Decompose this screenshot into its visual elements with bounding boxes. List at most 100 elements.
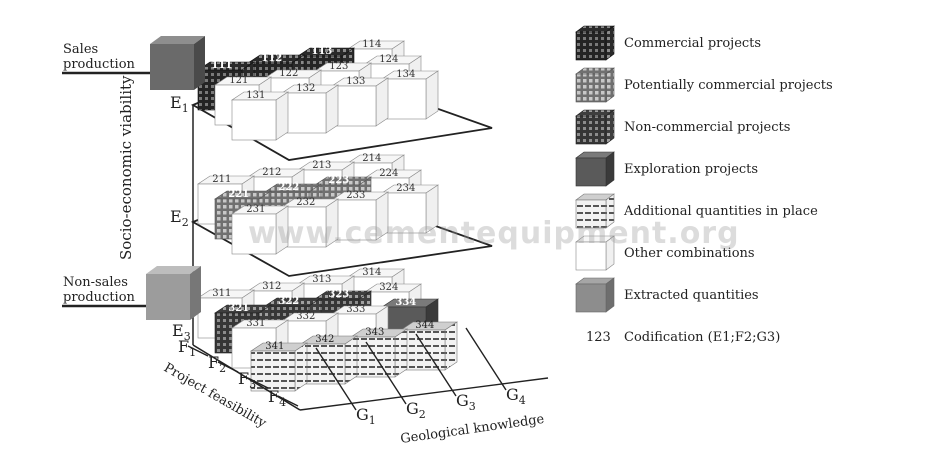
- g-axis-line-4: [465, 327, 507, 391]
- cube-code-label: 131: [246, 90, 265, 101]
- cube-232-front: [281, 206, 327, 248]
- cube-code-label: 344: [415, 320, 434, 331]
- cube-code-label: 321: [228, 303, 249, 314]
- legend-label-3: Non-commercial projects: [624, 120, 790, 135]
- cube-342-front: [300, 343, 346, 385]
- cube-code-label: 124: [379, 54, 398, 65]
- cube-132: 132: [281, 83, 339, 134]
- g-axis-line-3: [415, 333, 457, 397]
- watermark-text: www.cementequipment.org: [248, 216, 740, 251]
- legend-swatch-commercial-shade: [576, 32, 606, 60]
- cube-code-label: 211: [212, 174, 231, 185]
- cube-code-label: 234: [396, 183, 415, 194]
- cube-132-side: [325, 84, 339, 134]
- legend-label-4: Exploration projects: [624, 162, 758, 177]
- legend-swatch-noncommercial-front: [575, 115, 607, 145]
- cube-code-label: 343: [365, 327, 384, 338]
- legend-swatch-additional-front: [575, 199, 607, 229]
- cube-342: 342: [300, 334, 358, 385]
- g-axis-line-2: [365, 341, 407, 405]
- cube-code-label: 323: [328, 289, 349, 300]
- legend-swatch-additional: [575, 193, 615, 229]
- legend-item-6: Other combinations: [575, 235, 755, 271]
- g-level-label-4: G4: [506, 385, 526, 407]
- legend-label-8: Codification (E1;F2;G3): [624, 330, 780, 345]
- legend-swatch-noncommercial-side: [605, 109, 615, 145]
- legend-swatch-potential-shade: [576, 74, 606, 102]
- cube-131: 131: [231, 90, 289, 141]
- e2-label: E2: [170, 207, 189, 229]
- sales-label-line2: production: [63, 57, 136, 72]
- cube-344-side: [444, 321, 458, 371]
- cube-232: 232: [281, 197, 339, 248]
- cube-code-label: 223: [328, 175, 349, 186]
- cube-code-label: 332: [296, 311, 315, 322]
- legend-swatch-commercial-front: [575, 31, 607, 61]
- cube-343-side: [394, 328, 408, 378]
- cube-131-side: [275, 91, 289, 141]
- cube-code-label: 112: [261, 53, 282, 64]
- cube-code-label: 121: [229, 75, 248, 86]
- legend-swatch-other-front: [575, 241, 607, 271]
- cube-code-label: 113: [311, 46, 332, 57]
- cube-code-label: 342: [315, 334, 334, 345]
- cube-341: 341: [250, 341, 308, 392]
- cube-341-side: [294, 342, 308, 392]
- legend-item-8: 123 Codification (E1;F2;G3): [586, 330, 780, 345]
- g-level-label-3: G3: [456, 391, 476, 413]
- legend-swatch-extracted-side: [605, 277, 615, 313]
- g-front-line: [299, 377, 549, 411]
- cube-code-label: 312: [262, 281, 281, 292]
- cube-233-front: [331, 199, 377, 241]
- sales-label-line1: Sales: [63, 42, 98, 57]
- e1-label: E1: [170, 93, 189, 115]
- cube-342-side: [344, 335, 358, 385]
- legend-swatch-potential-front: [575, 73, 607, 103]
- cube-133-side: [375, 77, 389, 127]
- legend-swatch-commercial: [575, 25, 615, 61]
- cube-131-front: [231, 99, 277, 141]
- cube-code-label: 331: [246, 318, 265, 329]
- legend-swatch-exploration: [575, 151, 615, 187]
- f-axis-line: [192, 344, 301, 411]
- legend-swatch-exploration-side: [605, 151, 615, 187]
- cube-134-front: [381, 78, 427, 120]
- cube-code-label: 324: [379, 282, 398, 293]
- legend-swatch-potential-side: [605, 67, 615, 103]
- legend-swatch-noncommercial: [575, 109, 615, 145]
- legend-swatch-noncommercial-shade: [576, 116, 606, 144]
- cube-133: 133: [331, 76, 389, 127]
- cube-grid: 1141131121111241231221211341331321312142…: [197, 39, 458, 392]
- cube-code-label: 313: [312, 274, 331, 285]
- cube-133-front: [331, 85, 377, 127]
- legend-label-5: Additional quantities in place: [623, 204, 818, 219]
- cube-344-front: [400, 329, 446, 371]
- cube-code-label: 314: [362, 267, 381, 278]
- cube-code-label: 231: [246, 204, 265, 215]
- cube-234-front: [381, 192, 427, 234]
- cube-code-label: 322: [278, 296, 299, 307]
- cube-code-label: 133: [346, 76, 365, 87]
- cube-343-front: [350, 336, 396, 378]
- cube-code-label: 221: [228, 189, 249, 200]
- cube-code-label: 114: [362, 39, 381, 50]
- g-level-label-1: G1: [356, 405, 376, 427]
- cube-code-label: 134: [396, 69, 415, 80]
- cube-code-label: 222: [278, 182, 299, 193]
- cube-231-front: [231, 213, 277, 255]
- legend-swatch-potential: [575, 67, 615, 103]
- legend-code-sample: 123: [586, 330, 611, 345]
- g-axis-line-1: [315, 347, 357, 411]
- cube-code-label: 232: [296, 197, 315, 208]
- legend-item-5: Additional quantities in place: [575, 193, 818, 229]
- legend-label-7: Extracted quantities: [624, 288, 759, 303]
- cube-134-side: [425, 70, 439, 120]
- legend-label-6: Other combinations: [624, 246, 755, 261]
- cube-code-label: 111: [211, 60, 232, 71]
- cube-code-label: 224: [379, 168, 398, 179]
- cube-233: 233: [331, 190, 389, 241]
- cube-code-label: 212: [262, 167, 281, 178]
- cube-231: 231: [231, 204, 289, 255]
- cube-234: 234: [381, 183, 439, 234]
